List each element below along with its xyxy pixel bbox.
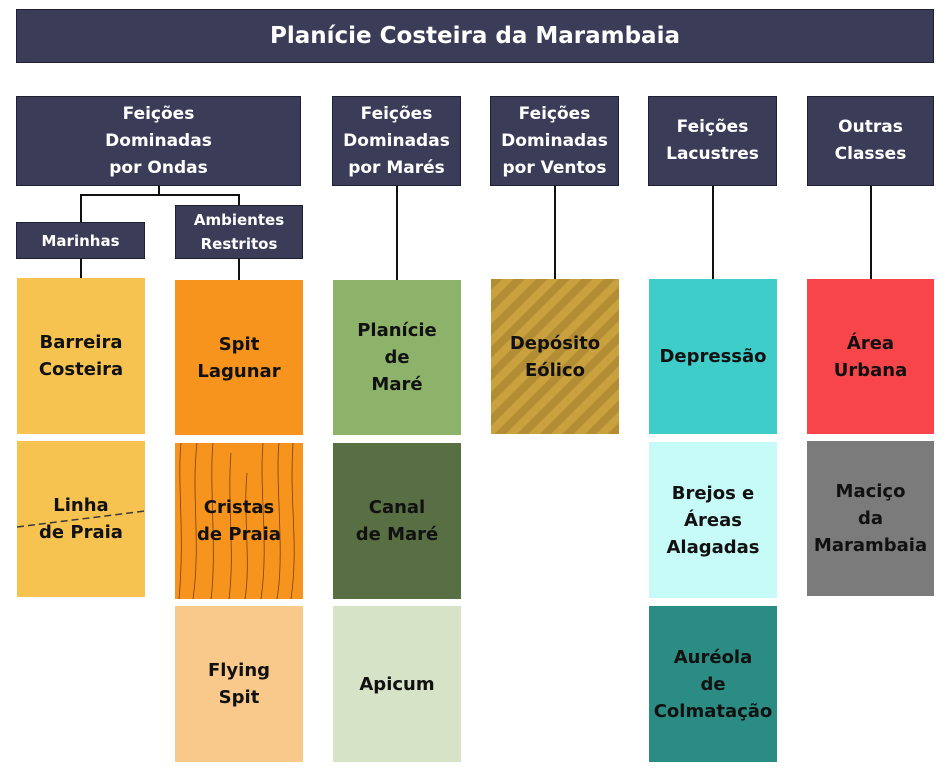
class-cristas-de-praia: Cristas de Praia	[175, 443, 303, 599]
connector-ventos	[554, 186, 556, 279]
class-label: Apicum	[359, 673, 435, 695]
category-mares: Feições Dominadas por Marés	[332, 96, 461, 186]
class-label: Flying Spit	[207, 660, 271, 708]
class-label: Planície de Maré	[357, 320, 437, 395]
connector-outras	[870, 186, 872, 279]
class-label: Canal de Maré	[355, 497, 439, 545]
connector-mares	[396, 186, 398, 280]
class-label: Depressão	[659, 346, 767, 367]
class-label: Barreira Costeira	[38, 332, 124, 380]
category-lacustres: Feições Lacustres	[648, 96, 777, 186]
class-label: Spit Lagunar	[197, 333, 281, 382]
class-label: Brejos e Áreas Alagadas	[666, 482, 760, 558]
class-label: Linha de Praia	[39, 495, 123, 543]
connector-lacustres	[712, 186, 714, 279]
connector-to-restritos	[238, 194, 240, 205]
diagonal-stripe-pattern	[491, 279, 619, 434]
class-label: Depósito Eólico	[509, 332, 601, 381]
class-canal-de-mare: Canal de Maré	[333, 443, 461, 599]
class-label: Área Urbana	[833, 332, 908, 381]
class-barreira-costeira: Barreira Costeira	[17, 278, 145, 434]
subcategory-ambientes-restritos: Ambientes Restritos	[175, 205, 303, 259]
connector-marinhas-barreira	[80, 259, 82, 278]
class-planicie-de-mare: Planície de Maré	[333, 280, 461, 435]
class-macico-da-marambaia: Maciço da Marambaia	[807, 441, 934, 596]
diagram-title: Planície Costeira da Marambaia	[16, 9, 934, 63]
class-flying-spit: Flying Spit	[175, 606, 303, 762]
connector-restritos-spit	[238, 259, 240, 280]
subcategory-marinhas: Marinhas	[16, 222, 145, 259]
class-label: Cristas de Praia	[197, 497, 281, 545]
class-spit-lagunar: Spit Lagunar	[175, 280, 303, 435]
class-deposito-eolico: Depósito Eólico	[491, 279, 619, 434]
class-brejos-e-areas-alagadas: Brejos e Áreas Alagadas	[649, 442, 777, 598]
ridge-line-pattern	[178, 443, 295, 599]
category-ondas: Feições Dominadas por Ondas	[16, 96, 301, 186]
connector-ondas-horizontal	[80, 194, 240, 196]
class-linha-de-praia: Linha de Praia	[17, 441, 145, 597]
class-depressao: Depressão	[649, 279, 777, 434]
class-area-urbana: Área Urbana	[807, 279, 934, 434]
category-ventos: Feições Dominadas por Ventos	[490, 96, 619, 186]
class-label: Auréola de Colmatação	[653, 646, 773, 722]
connector-ondas-down	[158, 186, 160, 195]
class-apicum: Apicum	[333, 606, 461, 762]
category-outras: Outras Classes	[807, 96, 934, 186]
class-aureola-de-colmatacao: Auréola de Colmatação	[649, 606, 777, 762]
connector-to-marinhas	[80, 194, 82, 222]
class-label: Maciço da Marambaia	[813, 481, 928, 556]
